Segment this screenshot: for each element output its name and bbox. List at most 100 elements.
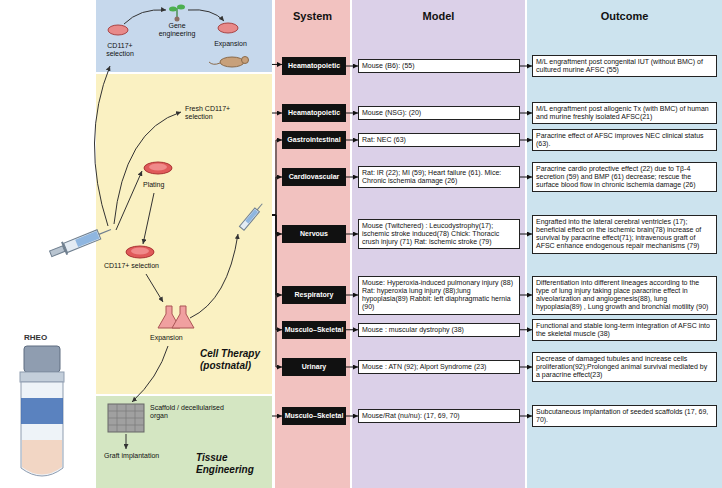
system-name: Heamatopoietic: [284, 109, 344, 117]
connector-group: [272, 64, 532, 416]
connector-arrow: [520, 416, 532, 417]
system-box: Musculo–Skeletal: [282, 321, 346, 339]
connector-arrow: [346, 295, 358, 296]
mouse-illustration: [209, 62, 220, 64]
syringe-illustration: [99, 230, 111, 235]
connector-arrow: [346, 416, 358, 417]
syringe-illustration: [75, 231, 99, 247]
mouse-illustration: [242, 57, 249, 64]
culture-dish: [149, 164, 167, 171]
outcome-box: Functional and stable long-term integrat…: [532, 319, 717, 342]
connector-arrow: [346, 367, 358, 368]
outcome-text: Engrafted into the lateral cerebral vent…: [536, 218, 713, 251]
system-box: Musculo–Skeletal: [282, 407, 346, 425]
model-text: Mouse : ATN (92); Alport Syndrome (23): [362, 363, 516, 371]
connector-arrow: [520, 113, 532, 114]
panel-fill: [96, 396, 272, 488]
system-box: Gastrointestinal: [282, 131, 346, 149]
model-column: ModelMouse (B6): (55) Mouse (NSG): (20) Ra…: [352, 0, 525, 488]
small-syringe-illustration: [245, 209, 258, 223]
process-arrow: [188, 10, 224, 21]
culture-dish: [131, 248, 149, 255]
connector-arrow: [346, 234, 358, 235]
section-title: Cell Therapy (postnatal): [200, 348, 270, 372]
system-name: Respiratory: [284, 291, 344, 299]
vial-label: RHEO: [24, 333, 47, 342]
model-box: Mouse : muscular dystrophy (38): [358, 323, 520, 337]
connector-arrow: [272, 215, 282, 367]
column-band: [527, 0, 722, 488]
connector-arrow: [346, 329, 358, 330]
model-box: Mouse (Twitchered) : Leucodystrophy(17);…: [358, 219, 520, 250]
connector-arrow: [272, 64, 282, 65]
system-name: Heamatopoietic: [284, 62, 344, 70]
connector-arrow: [520, 234, 532, 235]
outcome-text: Decrease of damaged tubules and increase…: [536, 355, 713, 380]
outcome-text: Functional and stable long-term integrat…: [536, 322, 713, 339]
vial-illustration: [20, 346, 64, 476]
step-label: Expansion: [150, 334, 195, 342]
vial-illustration: [22, 440, 62, 475]
culture-dish: [108, 25, 128, 35]
scaffold-illustration: [108, 404, 144, 432]
outcome-column: OutcomeM/L engraftment post congenital I…: [527, 0, 722, 488]
scaffold-illustration: [108, 404, 144, 432]
outcome-text: Paracrine effect of AFSC improves NEC cl…: [536, 132, 713, 149]
outcome-box: Engrafted into the lateral cerebral vent…: [532, 215, 717, 254]
culture-dish: [218, 23, 238, 33]
system-name: Musculo–Skeletal: [284, 326, 344, 334]
process-arrow: [126, 434, 127, 449]
process-arrow: [132, 346, 168, 402]
connector-arrow: [272, 140, 282, 215]
scaffold-illustration: [108, 404, 144, 432]
connector-arrow: [346, 177, 358, 178]
gene-icon: [169, 5, 185, 22]
cell-therapy-panel: Fresh CD117+ selectionPlatingCD117+ sele…: [96, 74, 272, 394]
process-arrow: [94, 10, 238, 449]
outcome-text: Subcutaneous implantation of seeded scaf…: [536, 408, 713, 425]
vial-illustration: [21, 382, 63, 476]
column-band: [275, 0, 722, 488]
small-syringe-illustration: [239, 208, 259, 230]
outcome-box: Differentiation into different lineages …: [532, 276, 717, 315]
syringe-illustration: [48, 223, 114, 260]
model-text: Mouse/Rat (nu/nu): (17, 69, 70): [362, 412, 516, 420]
process-arrow: [190, 234, 238, 318]
system-box: Cardiovascular: [282, 168, 346, 186]
connector-arrow: [346, 140, 358, 141]
connector-arrow: [520, 295, 532, 296]
gene-engineering-panel: Gene engineeringCD117+ selectionExpansio…: [96, 0, 272, 72]
outcome-text: Differentiation into different lineages …: [536, 279, 713, 312]
model-box: Mouse : ATN (92); Alport Syndrome (23): [358, 360, 520, 374]
column-heading: Model: [352, 0, 525, 23]
system-box: Respiratory: [282, 286, 346, 304]
outcome-box: Decrease of damaged tubules and increase…: [532, 352, 717, 383]
model-text: Rat: NEC (63): [362, 136, 516, 144]
connector-arrow: [520, 329, 532, 330]
connector-arrow: [272, 215, 282, 234]
section-title: Tissue Engineering: [196, 452, 268, 476]
connector-arrow: [346, 113, 358, 114]
column-heading: System: [275, 0, 350, 23]
connector-arrow: [272, 177, 282, 215]
outcome-text: M/L engraftment post congenital IUT (wit…: [536, 58, 713, 75]
system-name: Nervous: [284, 230, 344, 238]
column-band: [352, 0, 525, 488]
step-label: Gene engineering: [152, 22, 202, 39]
model-box: Mouse (NSG): (20): [358, 106, 520, 120]
system-box: Nervous: [282, 225, 346, 243]
process-arrow: [143, 193, 154, 244]
model-text: Mouse : muscular dystrophy (38): [362, 326, 516, 334]
flask-illustration: [172, 306, 194, 328]
connector-arrow: [520, 367, 532, 368]
model-box: Mouse (B6): (55): [358, 59, 520, 73]
step-label: Scaffold / decellularised organ: [150, 404, 230, 421]
model-box: Mouse/Rat (nu/nu): (17, 69, 70): [358, 409, 520, 423]
outcome-box: Paracrine cardio protective effect (22) …: [532, 162, 717, 193]
small-syringe-illustration: [257, 204, 262, 210]
system-box: Heamatopoietic: [282, 104, 346, 122]
system-name: Musculo–Skeletal: [284, 412, 344, 420]
process-arrow: [146, 274, 163, 302]
step-label: CD117+ selection: [100, 42, 140, 59]
gene-icon: [175, 17, 180, 22]
